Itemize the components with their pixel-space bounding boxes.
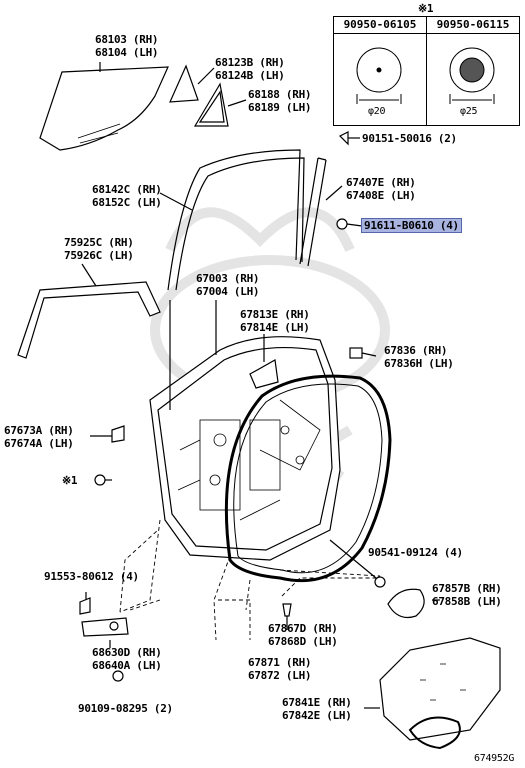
table-col-2-dim: φ25 xyxy=(460,106,478,117)
part-label-67871[interactable]: 67871 (RH)67872 (LH) xyxy=(248,656,312,682)
part-label-67673[interactable]: 67673A (RH)67674A (LH) xyxy=(4,424,74,450)
table-col-2-part[interactable]: 90950-06115 xyxy=(427,17,519,34)
part-label-67857[interactable]: 67857B (RH)67858B (LH) xyxy=(432,582,502,608)
part-label-91553[interactable]: 91553-80612 (4) xyxy=(44,570,139,583)
clip-3 xyxy=(282,603,292,630)
part-label-75925[interactable]: 75925C (RH)75926C (LH) xyxy=(64,236,134,262)
part-label-67867[interactable]: 67867D (RH)67868D (LH) xyxy=(268,622,338,648)
belt-moulding xyxy=(17,281,161,359)
table-col-1-part[interactable]: 90950-06105 xyxy=(334,17,426,34)
weatherstrip xyxy=(224,374,392,583)
part-label-67813[interactable]: 67813E (RH)67814E (LH) xyxy=(240,308,310,334)
glass-frame xyxy=(193,82,229,127)
part-label-68630[interactable]: 68630D (RH)68640A (LH) xyxy=(92,646,162,672)
note-symbol: ※1 xyxy=(418,2,434,15)
part-label-68188[interactable]: 68188 (RH)68189 (LH) xyxy=(248,88,312,114)
part-label-91611-highlighted[interactable]: 91611-B0610 (4) xyxy=(361,218,462,233)
grommet xyxy=(94,474,106,486)
run-channel xyxy=(167,149,305,291)
door-glass xyxy=(39,66,169,151)
trim-piece xyxy=(249,359,279,389)
clip xyxy=(90,425,125,443)
part-label-90109[interactable]: 90109-08295 (2) xyxy=(78,702,173,715)
clip-2 xyxy=(349,347,377,359)
part-label-68123[interactable]: 68123B (RH)68124B (LH) xyxy=(215,56,285,82)
grommet-table: 90950-06105 90950-06115 φ20 φ25 xyxy=(333,16,520,126)
part-label-67003[interactable]: 67003 (RH)67004 (LH) xyxy=(196,272,260,298)
table-divider xyxy=(426,17,427,125)
door-panel xyxy=(149,336,341,561)
door-mechanism xyxy=(177,399,321,521)
bolt xyxy=(336,218,363,230)
diagram-id: 674952G xyxy=(474,753,515,764)
service-cover xyxy=(379,637,501,741)
cover xyxy=(387,588,425,619)
part-label-67841[interactable]: 67841E (RH)67842E (LH) xyxy=(282,696,352,722)
division-bar xyxy=(299,157,327,267)
part-label-68142[interactable]: 68142C (RH)68152C (LH) xyxy=(92,183,162,209)
hinge xyxy=(79,592,129,648)
part-label-67836[interactable]: 67836 (RH)67836H (LH) xyxy=(384,344,454,370)
part-label-90151[interactable]: 90151-50016 (2) xyxy=(362,132,457,145)
part-label-67407[interactable]: 67407E (RH)67408E (LH) xyxy=(346,176,416,202)
part-label-68103[interactable]: 68103 (RH)68104 (LH) xyxy=(95,33,159,59)
part-label-90541[interactable]: 90541-09124 (4) xyxy=(368,546,463,559)
nut xyxy=(112,670,124,682)
screw xyxy=(338,131,360,146)
grommet-table-drawing xyxy=(356,47,495,104)
table-col-1-dim: φ20 xyxy=(368,106,386,117)
note-reference: ※1 xyxy=(62,474,78,487)
quarter-glass xyxy=(169,64,199,103)
